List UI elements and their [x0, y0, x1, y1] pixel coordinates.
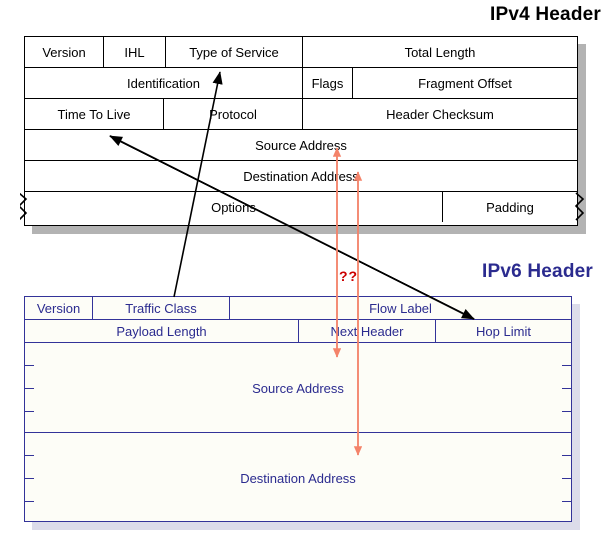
ipv4-field-fragment-offset: Fragment Offset — [418, 75, 512, 91]
ipv6-field-destination-address: Destination Address — [240, 471, 356, 486]
ipv6-word-tick — [562, 478, 571, 479]
ipv4-row-1: Version IHL Type of Service Total Length — [25, 37, 577, 68]
ipv6-field-next-header: Next Header — [299, 320, 436, 342]
ipv4-field-options: Options — [25, 192, 443, 222]
ipv6-field-version: Version — [25, 297, 93, 319]
ipv6-word-tick — [25, 478, 34, 479]
ipv6-word-tick — [562, 365, 571, 366]
ipv6-row-1: Version Traffic Class Flow Label — [25, 297, 571, 320]
ipv4-row-4: Source Address — [25, 130, 577, 161]
ipv4-field-type-of-service: Type of Service — [166, 37, 303, 67]
ipv6-row-2: Payload Length Next Header Hop Limit — [25, 320, 571, 343]
ipv4-header-table: Version IHL Type of Service Total Length… — [17, 36, 585, 226]
ipv4-field-flags: Flags — [303, 68, 353, 98]
ipv6-word-tick — [25, 501, 34, 502]
ipv6-word-tick — [25, 388, 34, 389]
ipv6-header-table: Version Traffic Class Flow Label Payload… — [24, 296, 572, 522]
ipv6-field-source-address: Source Address — [252, 381, 344, 396]
ipv6-word-tick — [562, 411, 571, 412]
ipv4-field-version: Version — [25, 37, 104, 67]
ipv4-field-padding: Padding — [486, 199, 534, 215]
ipv4-field-header-checksum: Header Checksum — [386, 106, 494, 122]
ipv4-field-ihl: IHL — [104, 37, 166, 67]
ipv6-row-source-address: Source Address — [25, 343, 571, 433]
ipv6-header-title: IPv6 Header — [482, 261, 593, 282]
ipv4-row-3: Time To Live Protocol Header Checksum — [25, 99, 577, 130]
ipv6-field-payload-length: Payload Length — [25, 320, 299, 342]
question-marks-annotation: ?? — [339, 268, 359, 284]
ipv6-field-hop-limit: Hop Limit — [476, 323, 531, 339]
ipv4-header-title: IPv4 Header — [490, 4, 601, 25]
ipv4-field-destination-address: Destination Address — [243, 168, 359, 184]
ipv4-row-6: Options Padding — [17, 192, 585, 222]
ipv6-word-tick — [562, 501, 571, 502]
ipv6-field-traffic-class: Traffic Class — [93, 297, 230, 319]
ipv4-field-protocol: Protocol — [164, 99, 303, 129]
ipv6-field-flow-label: Flow Label — [369, 300, 432, 316]
ipv6-row-destination-address: Destination Address — [25, 433, 571, 521]
ipv4-field-total-length: Total Length — [404, 44, 476, 60]
ipv4-field-identification: Identification — [25, 68, 303, 98]
ipv4-row-5: Destination Address — [25, 161, 577, 192]
ipv6-word-tick — [25, 411, 34, 412]
ipv4-field-source-address: Source Address — [255, 137, 347, 153]
ipv4-row-2: Identification Flags Fragment Offset — [25, 68, 577, 99]
ipv4-field-time-to-live: Time To Live — [25, 99, 164, 129]
ipv6-word-tick — [25, 365, 34, 366]
ipv6-word-tick — [25, 455, 34, 456]
ipv6-word-tick — [562, 455, 571, 456]
ipv6-word-tick — [562, 388, 571, 389]
